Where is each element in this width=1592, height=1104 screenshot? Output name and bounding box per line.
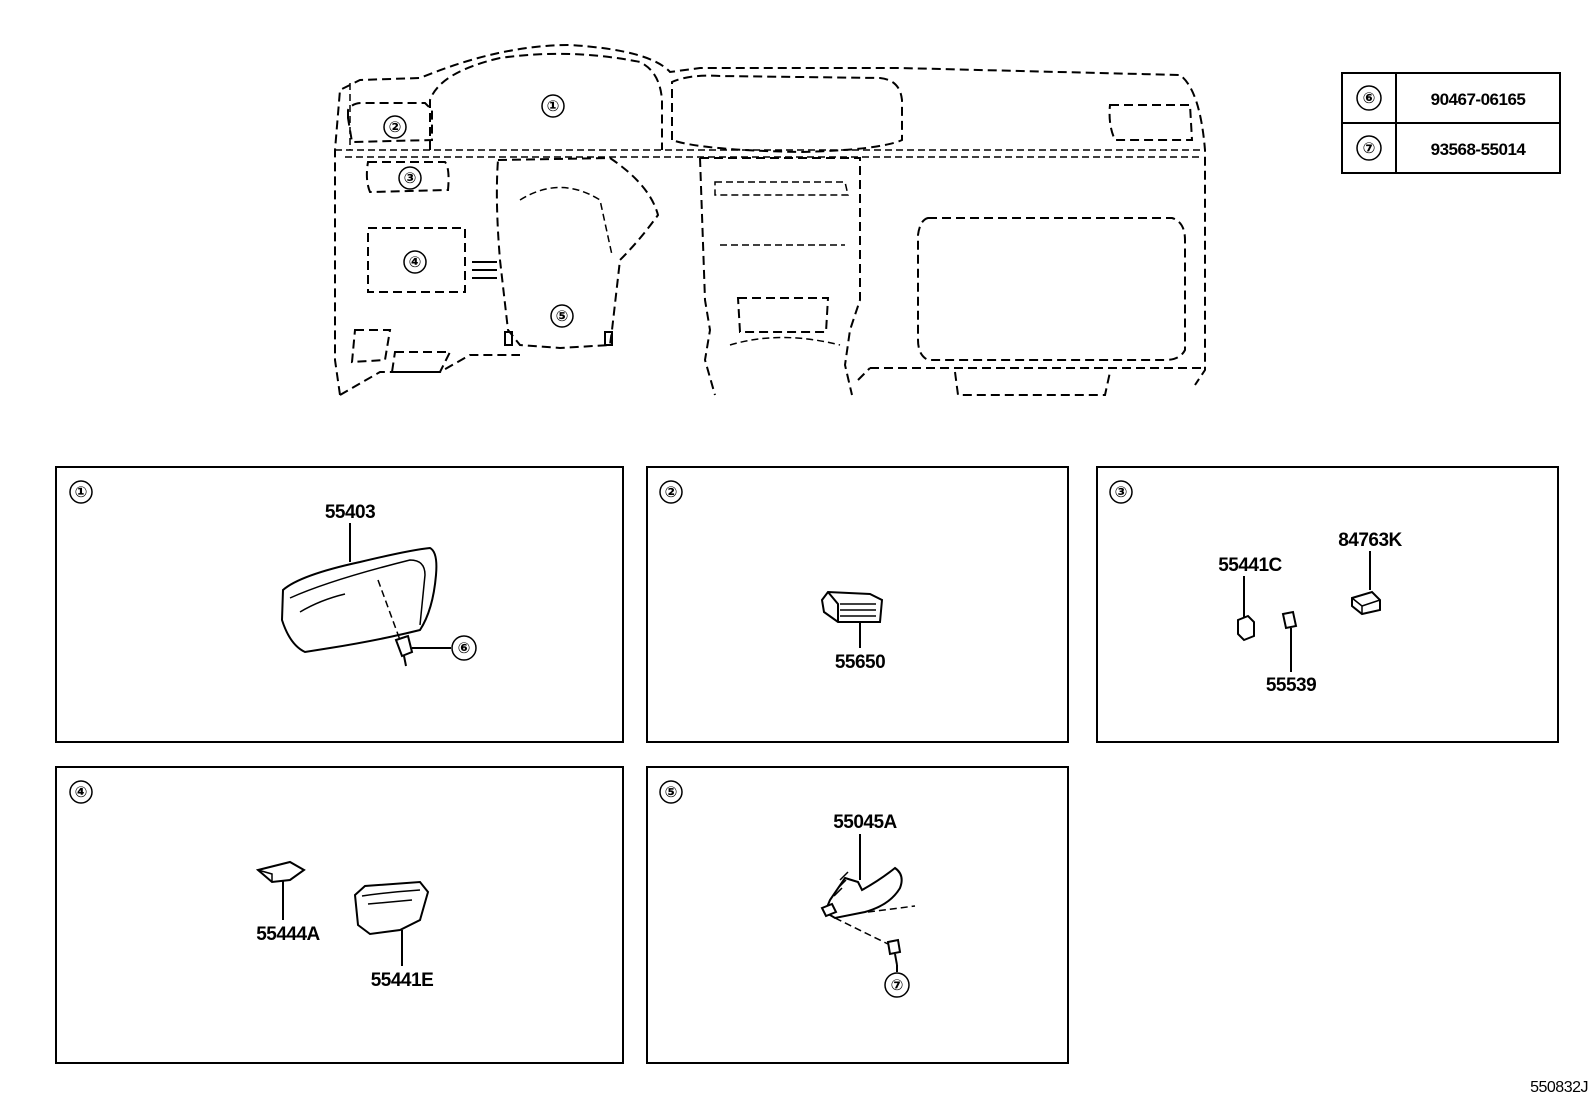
part-55539-drawing [1281,610,1298,630]
part-84763K-drawing [1351,590,1381,616]
part-55441E-drawing [353,880,430,936]
fastener-part-number: 90467-06165 [1431,90,1526,109]
part-number-55441C: 55441C [1218,555,1282,576]
svg-text:④: ④ [409,254,422,271]
overview-callout-3: ③ [398,166,422,190]
screw-6-drawing [394,634,414,667]
svg-text:⑤: ⑤ [556,308,569,325]
detail-panel-5: ⑤ 55045A ⑦ [646,766,1069,1064]
part-number-55441E: 55441E [371,970,434,991]
detail-panel-3: ③ 84763K 55441C 55539 [1096,466,1559,743]
fastener-ref: ⑦ [891,977,904,994]
part-number-55539: 55539 [1266,675,1316,696]
part-55444A-drawing [255,860,306,884]
panel-ref: ④ [75,784,88,801]
dashboard-overview: ① ② ③ ④ ⑤ [334,43,1206,396]
fastener-row-6: ⑥ 90467-06165 [1356,85,1526,111]
fastener-table: ⑥ 90467-06165 ⑦ 93568-55014 [1341,72,1561,174]
panel-ref: ③ [1115,484,1128,501]
part-number-55650: 55650 [835,652,885,673]
panel-ref: ② [665,484,678,501]
svg-text:⑥: ⑥ [1363,90,1376,107]
diagram-id: 550832J [1530,1079,1588,1096]
fastener-row-7: ⑦ 93568-55014 [1356,135,1527,161]
svg-text:⑦: ⑦ [1363,140,1376,157]
overview-callout-1: ① [541,94,565,118]
svg-text:①: ① [547,98,560,115]
overview-callout-5: ⑤ [550,304,574,328]
detail-panel-2: ② 55650 [646,466,1069,743]
overview-callout-4: ④ [403,250,427,274]
panel-ref: ⑤ [665,784,678,801]
overview-callout-2: ② [383,115,407,139]
fastener-ref: ⑥ [458,640,471,657]
part-55045A-drawing [820,866,903,920]
part-55650-drawing [820,590,884,623]
panel-ref: ① [75,484,88,501]
part-55403-drawing [280,546,438,654]
part-number-55045A: 55045A [833,812,897,833]
part-number-55444A: 55444A [256,924,320,945]
part-number-55403: 55403 [325,502,375,523]
svg-text:③: ③ [404,170,417,187]
screw-7-drawing [886,938,902,966]
svg-text:②: ② [389,119,402,136]
fastener-part-number: 93568-55014 [1431,140,1527,159]
part-number-84763K: 84763K [1338,530,1402,551]
part-55441C-drawing [1237,614,1255,642]
detail-panel-1: ① 55403 ⑥ [55,466,624,743]
detail-panel-4: ④ 55444A 55441E [55,766,624,1064]
